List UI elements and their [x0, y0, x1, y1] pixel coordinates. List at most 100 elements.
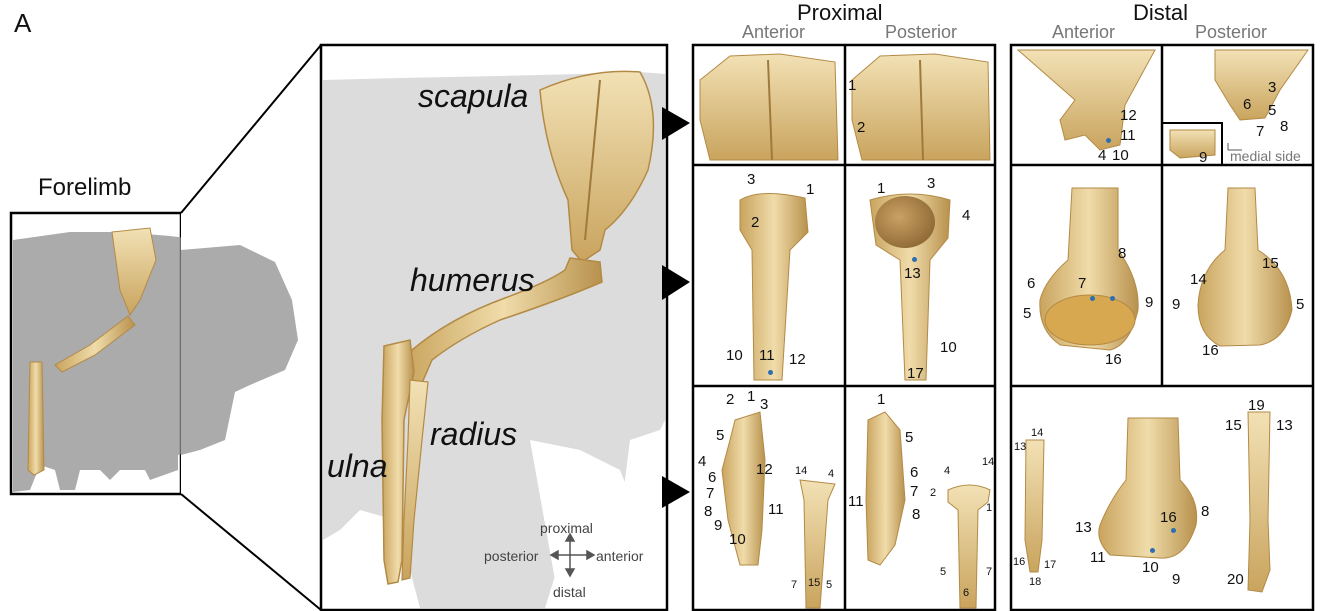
landmark-label: 14 [1031, 428, 1043, 439]
landmark-label: 5 [1023, 306, 1031, 321]
header-distal: Distal [1133, 0, 1188, 26]
orientation-anterior: anterior [596, 548, 643, 564]
landmark-label: 5 [826, 580, 832, 591]
forelimb-overview-box [11, 213, 321, 494]
landmark-marker [1110, 296, 1115, 301]
landmark-label: 2 [857, 120, 865, 135]
landmark-label: 16 [1160, 510, 1177, 525]
landmark-label: 3 [760, 397, 768, 412]
landmark-label: 11 [759, 348, 775, 363]
landmark-label: 18 [1029, 577, 1041, 588]
landmark-label: 5 [905, 430, 913, 445]
landmark-marker [912, 257, 917, 262]
landmark-label: 11 [1090, 550, 1106, 565]
landmark-label: 3 [1268, 80, 1276, 95]
landmark-label: 5 [716, 428, 724, 443]
ulna-label: ulna [327, 448, 388, 485]
subheader-dist-posterior: Posterior [1195, 22, 1267, 43]
landmark-label: 9 [1172, 572, 1180, 587]
landmark-label: 4 [962, 208, 970, 223]
landmark-label: 17 [1044, 560, 1056, 571]
landmark-marker [1171, 528, 1176, 533]
landmark-label: 13 [1014, 442, 1026, 453]
landmark-label: 7 [791, 580, 797, 591]
landmark-label: 3 [747, 172, 755, 187]
landmark-label: 12 [756, 462, 773, 477]
panel-letter: A [14, 8, 31, 39]
forelimb-enlarged-box [321, 45, 667, 610]
landmark-label: 7 [910, 484, 918, 499]
landmark-label: 8 [912, 507, 920, 522]
landmark-label: 2 [726, 392, 734, 407]
landmark-label: 8 [1201, 504, 1209, 519]
subheader-prox-posterior: Posterior [885, 22, 957, 43]
mini-radius [28, 362, 44, 475]
landmark-label: 8 [1118, 246, 1126, 261]
landmark-label: 1 [986, 503, 992, 514]
humerus-label: humerus [410, 262, 535, 299]
landmark-label: 7 [706, 486, 714, 501]
landmark-label: 6 [1027, 276, 1035, 291]
landmark-label: 13 [1075, 520, 1092, 535]
landmark-label: 9 [714, 518, 722, 533]
landmark-label: 2 [751, 215, 759, 230]
landmark-label: 12 [1120, 108, 1137, 123]
subheader-prox-anterior: Anterior [742, 22, 805, 43]
landmark-label: 15 [1225, 418, 1242, 433]
landmark-label: 1 [747, 389, 755, 404]
scapula-label: scapula [418, 78, 528, 115]
landmark-label: 14 [982, 457, 994, 468]
landmark-label: 5 [940, 567, 946, 578]
landmark-label: 15 [1262, 256, 1279, 271]
orientation-distal: distal [553, 584, 586, 600]
landmark-label: 10 [729, 532, 746, 547]
landmark-marker [1106, 138, 1111, 143]
landmark-label: 1 [877, 181, 885, 196]
landmark-label: 11 [848, 494, 864, 509]
landmark-label: 8 [1280, 119, 1288, 134]
subheader-dist-anterior: Anterior [1052, 22, 1115, 43]
medial-side-label: medial side [1230, 148, 1301, 164]
landmark-label: 13 [1276, 418, 1293, 433]
landmark-label: 4 [828, 469, 834, 480]
pointer-radius [662, 476, 690, 508]
landmark-marker [1150, 548, 1155, 553]
forelimb-label: Forelimb [38, 174, 131, 202]
orientation-proximal: proximal [540, 520, 593, 536]
landmark-label: 16 [1013, 557, 1025, 568]
landmark-label: 20 [1227, 572, 1244, 587]
landmark-label: 1 [806, 182, 814, 197]
landmark-label: 8 [704, 504, 712, 519]
landmark-label: 16 [1202, 343, 1219, 358]
landmark-marker [768, 370, 773, 375]
landmark-label: 5 [1296, 297, 1304, 312]
landmark-label: 14 [795, 466, 807, 477]
radius-label: radius [430, 416, 517, 453]
landmark-label: 6 [708, 470, 716, 485]
landmark-label: 2 [930, 488, 936, 499]
orientation-posterior: posterior [484, 548, 538, 564]
landmark-label: 6 [1243, 97, 1251, 112]
landmark-label: 10 [940, 340, 957, 355]
landmark-label: 4 [698, 454, 706, 469]
landmark-label: 12 [789, 352, 806, 367]
landmark-label: 10 [1112, 148, 1129, 163]
landmark-label: 16 [1105, 352, 1122, 367]
landmark-label: 13 [904, 266, 921, 281]
landmark-label: 14 [1190, 272, 1207, 287]
landmark-label: 9 [1199, 150, 1207, 165]
header-proximal: Proximal [797, 0, 883, 26]
landmark-label: 7 [1078, 276, 1086, 291]
landmark-label: 6 [910, 465, 918, 480]
landmark-label: 9 [1172, 297, 1180, 312]
landmark-label: 17 [907, 366, 924, 381]
dist-scapula-inset [1170, 130, 1215, 158]
prox-ulna-posterior [866, 412, 905, 565]
landmark-label: 11 [1120, 128, 1136, 143]
landmark-label: 19 [1248, 398, 1265, 413]
landmark-label: 11 [768, 502, 784, 517]
landmark-label: 7 [1256, 124, 1264, 139]
dist-radius-small [1025, 440, 1044, 572]
pointer-humerus [662, 265, 690, 300]
landmark-label: 10 [1142, 560, 1159, 575]
